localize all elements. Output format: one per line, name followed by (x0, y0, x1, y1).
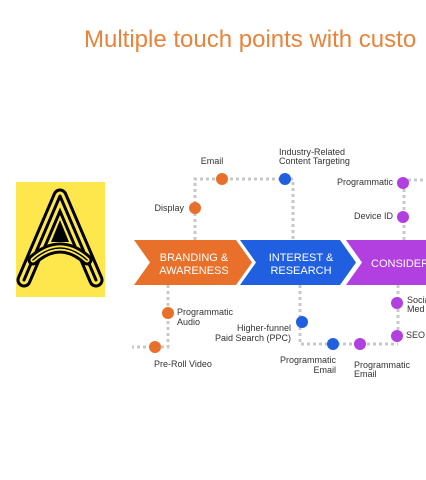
stage-label: RESEARCH (270, 265, 331, 277)
touchpoint-dot (216, 173, 228, 185)
stage-label: AWARENESS (159, 265, 228, 277)
touchpoint-label-display: Display (154, 203, 184, 213)
brand-logo (16, 182, 105, 297)
touchpoint-label-email: Email (201, 156, 224, 166)
stage-consideration: CONSIDERA (346, 240, 426, 285)
touchpoint-dot (391, 330, 403, 342)
touchpoint-label-paid-search: Paid Search (PPC) (215, 333, 291, 343)
touchpoint-label-seo: SEO (406, 330, 425, 340)
touchpoint-label-programmatic-email-2: Email (354, 369, 377, 379)
touchpoint-label-programmatic-email: Programmatic (280, 355, 337, 365)
touchpoint-dot (391, 297, 403, 309)
touchpoint-label-programmatic-email-2: Programmatic (354, 360, 411, 370)
stage-label: INTEREST & (269, 252, 334, 264)
touchpoint-dot (397, 177, 409, 189)
touchpoint-label-device-id: Device ID (354, 211, 394, 221)
touchpoint-label-industry: Content Targeting (279, 156, 350, 166)
page-title: Multiple touch points with custo (84, 26, 417, 53)
touchpoint-dot (397, 211, 409, 223)
touchpoint-label-preroll: Pre-Roll Video (154, 359, 212, 369)
touchpoint-label-social-media: Med (407, 304, 425, 314)
touchpoint-label-programmatic-email: Email (313, 365, 336, 375)
touchpoint-dot (327, 338, 339, 350)
touchpoint-dot (296, 316, 308, 328)
stage-label: BRANDING & (160, 252, 229, 264)
stage-label: CONSIDERA (371, 258, 426, 270)
touchpoint-dot (354, 338, 366, 350)
stage-interest-research: INTEREST & RESEARCH (240, 240, 356, 285)
stage-branding-awareness: BRANDING & AWARENESS (134, 240, 252, 285)
touchpoint-label-programmatic-audio: Programmatic (177, 307, 234, 317)
touchpoint-label-paid-search: Higher-funnel (237, 323, 291, 333)
touchpoint-label-social-media: Socia (407, 295, 426, 305)
stylized-letter-a-logo-icon (16, 188, 104, 288)
touchpoint-dot (162, 307, 174, 319)
touchpoint-label-programmatic: Programmatic (337, 177, 394, 187)
touchpoint-label-industry: Industry-Related (279, 147, 345, 157)
touchpoint-dot (189, 202, 201, 214)
touchpoint-dot (149, 341, 161, 353)
touchpoint-label-programmatic-audio: Audio (177, 317, 200, 327)
touchpoint-dot (279, 173, 291, 185)
